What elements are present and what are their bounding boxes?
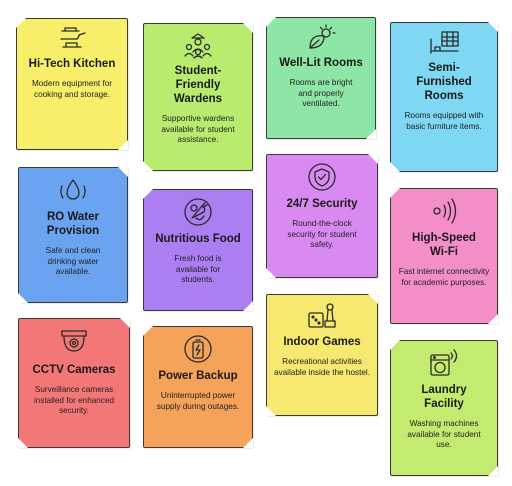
card-student-friendly-wardens: Student-Friendly Wardens Supportive ward… xyxy=(143,23,253,171)
card-title: Semi-Furnished Rooms xyxy=(416,62,472,102)
card-title: RO Water Provision xyxy=(46,211,100,237)
warden-group-icon xyxy=(184,33,212,59)
card-title: CCTV Cameras xyxy=(32,364,116,376)
kitchen-utensils-icon xyxy=(60,27,86,48)
dice-pawn-icon xyxy=(308,303,336,328)
furniture-shelf-icon xyxy=(430,31,459,54)
card-title: Laundry Facility xyxy=(421,384,467,410)
card-description: Uninterrupted power supply during outage… xyxy=(156,391,240,411)
card-laundry-facility: Laundry Facility Washing machines availa… xyxy=(390,340,498,476)
card-cctv-cameras: CCTV Cameras Surveillance cameras instal… xyxy=(18,318,130,448)
card-title: High-Speed Wi-Fi xyxy=(412,232,476,258)
battery-bolt-icon xyxy=(184,335,212,363)
card-nutritious-food: Nutritious Food Fresh food is available … xyxy=(143,189,253,311)
card-title: Hi-Tech Kitchen xyxy=(28,58,116,70)
card-24-7-security: 24/7 Security Round-the-clock security f… xyxy=(266,154,378,278)
card-description: Fresh food is available for students. xyxy=(174,254,222,284)
card-power-backup: Power Backup Uninterrupted power supply … xyxy=(143,326,253,448)
card-description: Surveillance cameras installed for enhan… xyxy=(33,385,115,415)
sun-leaf-icon xyxy=(309,24,336,49)
card-description: Round-the-clock security for student saf… xyxy=(287,219,357,249)
card-title: Well-Lit Rooms xyxy=(279,57,363,69)
card-description: Rooms are bright and properly ventilated… xyxy=(289,78,353,108)
card-title: Student-Friendly Wardens xyxy=(173,65,223,105)
card-high-speed-wi-fi: High-Speed Wi-Fi Fast internet connectiv… xyxy=(390,188,498,324)
card-description: Washing machines available for student u… xyxy=(407,419,481,449)
card-indoor-games: Indoor Games Recreational activities ava… xyxy=(266,294,378,416)
washing-machine-icon xyxy=(430,349,458,376)
card-description: Rooms equipped with basic furniture item… xyxy=(404,111,484,131)
card-description: Safe and clean drinking water available. xyxy=(45,246,101,276)
wifi-signal-icon xyxy=(433,198,457,224)
card-semi-furnished-rooms: Semi-Furnished Rooms Rooms equipped with… xyxy=(390,22,498,172)
card-title: 24/7 Security xyxy=(286,198,358,210)
card-description: Supportive wardens available for student… xyxy=(161,114,235,144)
card-title: Indoor Games xyxy=(283,336,361,348)
card-description: Fast internet connectivity for academic … xyxy=(398,267,490,287)
card-description: Modern equipment for cooking and storage… xyxy=(31,79,113,99)
vegetables-icon xyxy=(184,198,212,226)
card-title: Power Backup xyxy=(158,370,238,382)
card-well-lit-rooms: Well-Lit Rooms Rooms are bright and prop… xyxy=(266,17,376,139)
card-title: Nutritious Food xyxy=(155,233,241,245)
shield-check-icon xyxy=(308,163,336,191)
dome-camera-icon xyxy=(61,330,87,352)
card-ro-water-provision: RO Water Provision Safe and clean drinki… xyxy=(18,167,128,303)
card-description: Recreational activities available inside… xyxy=(273,357,371,377)
card-hi-tech-kitchen: Hi-Tech Kitchen Modern equipment for coo… xyxy=(16,18,128,150)
water-drop-icon xyxy=(60,179,86,200)
